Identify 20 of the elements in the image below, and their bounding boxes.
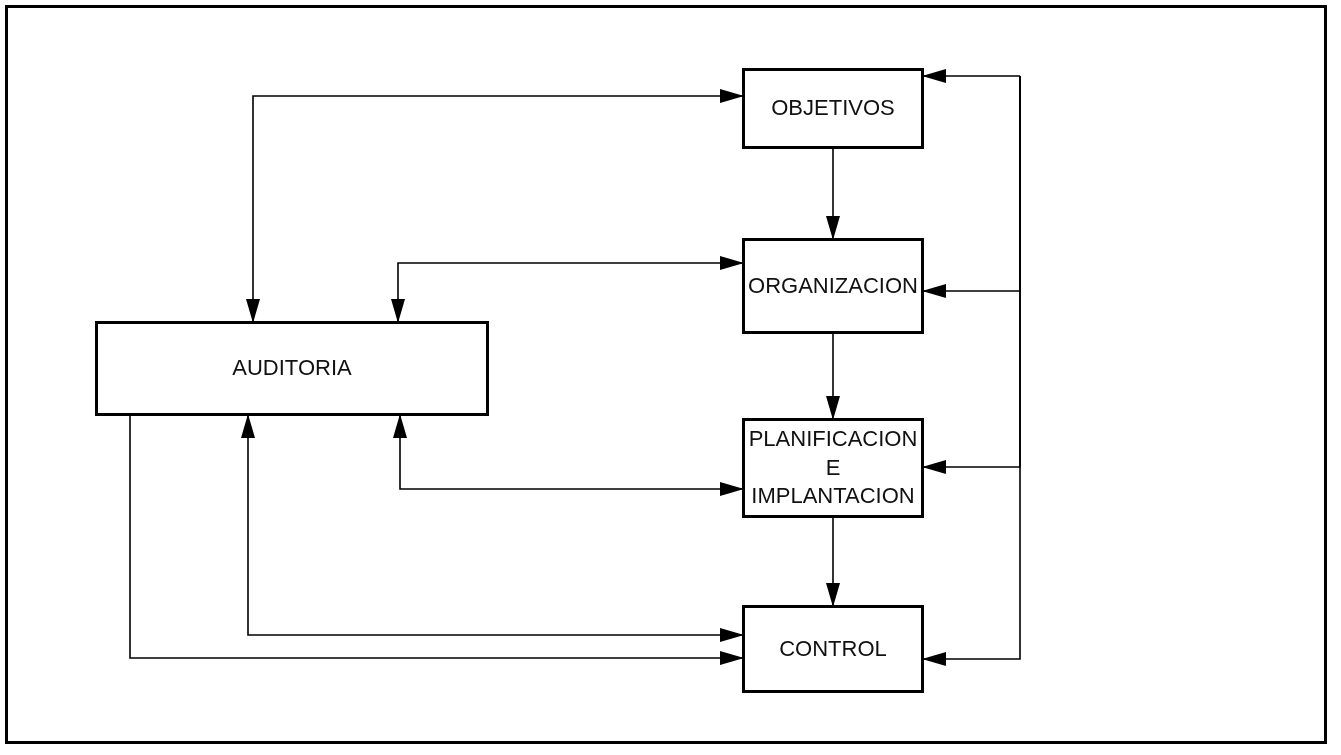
arrow [391,256,744,323]
box-label: AUDITORIA [232,354,352,383]
box-label: PLANIFICACION E IMPLANTACION [748,425,918,511]
arrow [393,414,744,496]
process-box [742,605,924,693]
arrow [246,89,744,323]
arrow [922,75,1021,666]
arrow [241,414,744,642]
box-label: ORGANIZACION [748,271,918,300]
arrow [129,415,744,665]
process-box [742,238,924,334]
process-box [95,321,489,416]
process-box [742,68,924,149]
box-label: CONTROL [779,634,887,663]
arrow [826,148,840,240]
arrow [826,517,840,607]
arrow [922,69,1021,83]
process-box [742,418,924,518]
arrow [826,333,840,420]
box-label: OBJETIVOS [771,94,895,123]
